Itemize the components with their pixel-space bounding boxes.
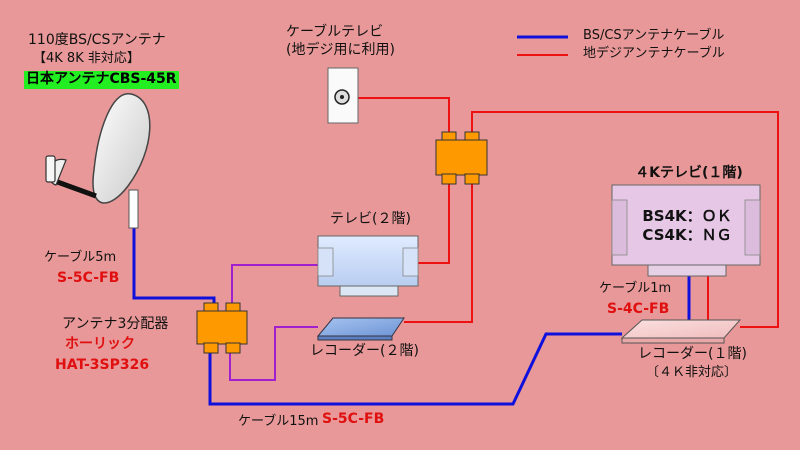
cable-5m-wire (132, 228, 216, 308)
upper-splitter-to-recorder-1f (471, 111, 779, 328)
tv-2f-label: テレビ(２階) (330, 211, 411, 227)
antenna-3way-splitter-icon (196, 302, 248, 354)
cable-tv-note: (地デジ用に利用) (286, 42, 395, 58)
upper-splitter-to-recorder-2f (404, 182, 473, 323)
cable-1m-type: S-4C-FB (607, 301, 670, 317)
legend-bs-cs-label: BS/CSアンテナケーブル (583, 28, 725, 43)
recorder-1f-label: レコーダー(１階) (638, 346, 747, 362)
lower-splitter-to-tv-2f (231, 264, 318, 310)
splitter-model: HAT-3SP326 (55, 357, 150, 373)
recorder-1f-icon (620, 319, 742, 344)
lower-splitter-to-recorder-2f (229, 326, 318, 381)
4k-tv-bs4k: BS4K：ＯＫ (642, 207, 732, 225)
splitter-brand: ホーリック (65, 336, 135, 352)
upper-splitter-icon (435, 131, 488, 185)
cable-tv-outlet-icon (327, 67, 359, 124)
outlet-to-upper-splitter (358, 97, 450, 138)
cable-5m-label: ケーブル5m (44, 250, 117, 265)
recorder-2f-label: レコーダー(２階) (310, 343, 419, 359)
cable-15m-type: S-5C-FB (322, 411, 385, 427)
cable-5m-type: S-5C-FB (57, 270, 120, 286)
splitter-label: アンテナ3分配器 (62, 316, 169, 332)
4k-tv-1f-icon (611, 184, 761, 277)
cable-15m-wire (208, 332, 622, 406)
4k-tv-title: ４Kテレビ(１階) (635, 165, 743, 181)
antenna-note: 【4K 8K 非対応】 (33, 51, 140, 66)
recorder-1f-note: 〔４Ｋ非対応〕 (646, 365, 738, 380)
legend-terrestrial-label: 地デジアンテナケーブル (583, 46, 725, 61)
antenna-title: 110度BS/CSアンテナ (28, 32, 166, 48)
4k-tv-cs4k: CS4K：ＮＧ (642, 226, 732, 244)
antenna-model: 日本アンテナCBS-45R (24, 71, 179, 89)
cable-tv-label: ケーブルテレビ (286, 24, 384, 40)
recorder-2f-icon (316, 317, 405, 341)
tv-2f-icon (317, 235, 419, 297)
upper-splitter-to-tv-2f (418, 182, 450, 264)
cable-1m-label: ケーブル1m (599, 281, 672, 296)
cable-15m-label: ケーブル15m (238, 414, 319, 429)
satellite-dish-icon (45, 93, 151, 229)
